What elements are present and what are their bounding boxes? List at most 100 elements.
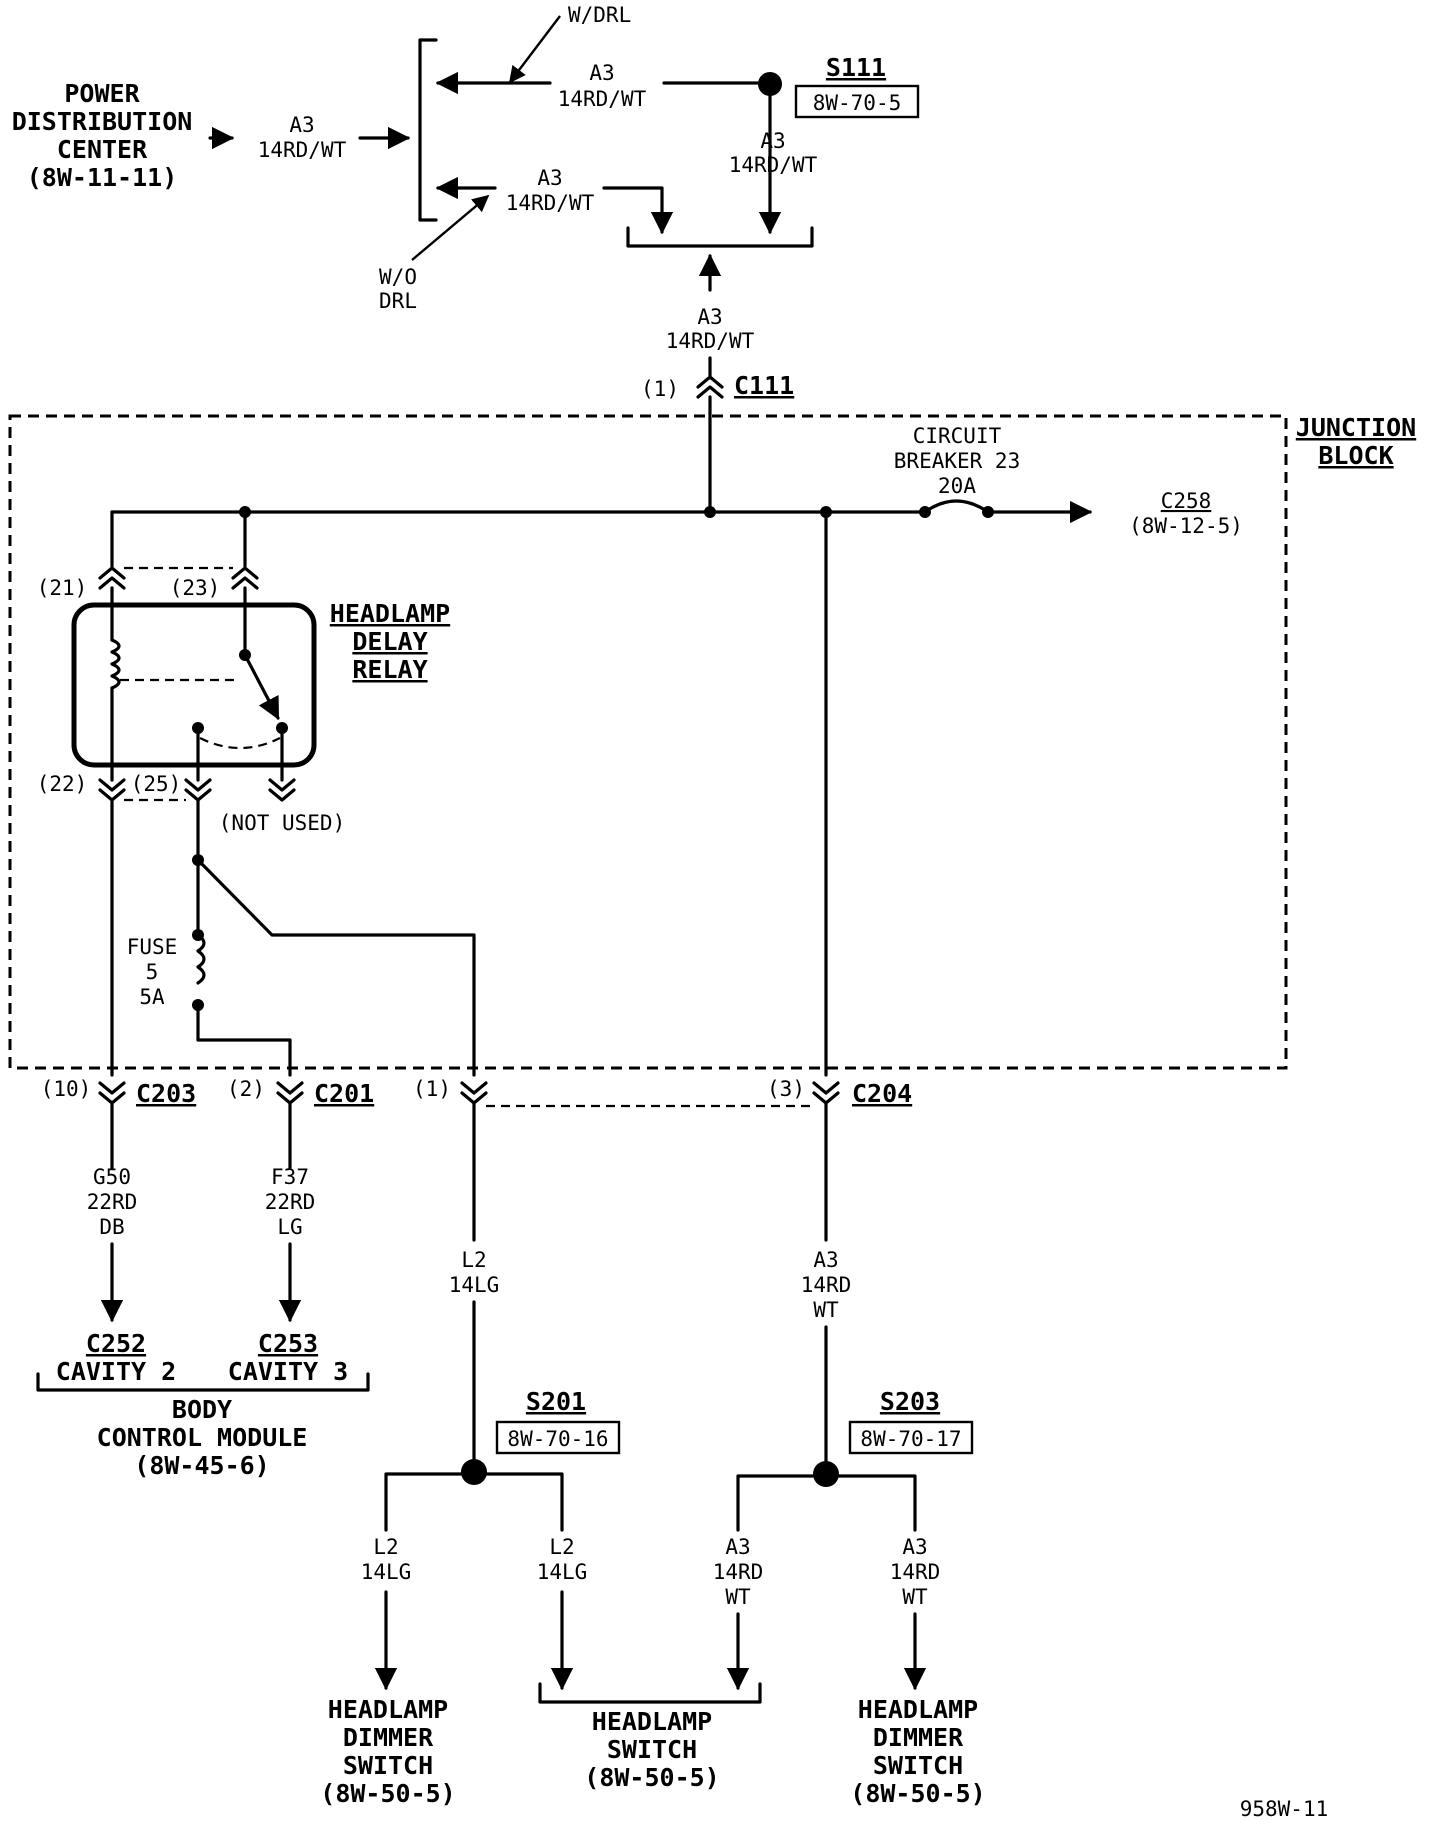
svg-text:A3: A3 — [537, 166, 562, 190]
svg-text:14RD/WT: 14RD/WT — [666, 329, 755, 353]
option-bracket — [418, 38, 438, 222]
svg-text:LG: LG — [277, 1215, 302, 1239]
svg-text:SWITCH: SWITCH — [607, 1735, 697, 1764]
wo-drl-branch: W/O DRL A3 14RD/WT — [379, 166, 674, 313]
svg-text:DB: DB — [99, 1215, 124, 1239]
svg-text:14LG: 14LG — [537, 1560, 588, 1584]
svg-text:W/DRL: W/DRL — [568, 3, 631, 27]
svg-text:L2: L2 — [549, 1535, 574, 1559]
svg-text:F37: F37 — [271, 1165, 309, 1189]
w-drl-branch: W/DRL A3 14RD/WT — [435, 3, 766, 111]
connector-c258: C258 (8W-12-5) — [1129, 489, 1243, 538]
svg-text:A3: A3 — [589, 61, 614, 85]
svg-text:BLOCK: BLOCK — [1318, 441, 1393, 470]
svg-text:8W-70-17: 8W-70-17 — [860, 1427, 961, 1451]
wire-s201-left: L2 14LG — [361, 1535, 412, 1691]
wire-a3: A3 14RD WT — [801, 1101, 852, 1472]
l2-feed-wire — [196, 858, 476, 1077]
svg-text:G50: G50 — [93, 1165, 131, 1189]
svg-text:14RD: 14RD — [713, 1560, 764, 1584]
svg-text:DRL: DRL — [379, 289, 417, 313]
circuit-breaker-23: CIRCUIT BREAKER 23 20A — [894, 424, 1020, 518]
svg-text:WT: WT — [725, 1585, 751, 1609]
svg-text:(25): (25) — [131, 772, 182, 796]
svg-text:14RD/WT: 14RD/WT — [258, 138, 347, 162]
svg-text:20A: 20A — [938, 474, 976, 498]
svg-text:14LG: 14LG — [361, 1560, 412, 1584]
svg-text:A3: A3 — [760, 129, 785, 153]
svg-text:A3: A3 — [813, 1248, 838, 1272]
splice-s111: S111 8W-70-5 A3 14RD/WT — [729, 53, 920, 235]
svg-text:(21): (21) — [37, 576, 88, 600]
svg-text:CAVITY 3: CAVITY 3 — [228, 1357, 348, 1386]
splice-s203: S203 8W-70-17 — [736, 1387, 974, 1532]
svg-text:14RD/WT: 14RD/WT — [729, 153, 818, 177]
svg-text:(8W-50-5): (8W-50-5) — [320, 1779, 455, 1808]
svg-text:DISTRIBUTION: DISTRIBUTION — [12, 107, 193, 136]
svg-text:W/O: W/O — [379, 265, 417, 289]
svg-text:C204: C204 — [852, 1079, 912, 1108]
fuse-5: FUSE 5 5A — [127, 798, 292, 1077]
svg-text:DIMMER: DIMMER — [343, 1723, 434, 1752]
svg-text:(23): (23) — [170, 576, 221, 600]
junction-block-label: JUNCTION BLOCK — [1296, 413, 1416, 470]
svg-text:DIMMER: DIMMER — [873, 1723, 964, 1752]
svg-text:14RD: 14RD — [801, 1273, 852, 1297]
svg-text:(8W-50-5): (8W-50-5) — [584, 1763, 719, 1792]
svg-text:A3: A3 — [725, 1535, 750, 1559]
wire-s201-right: L2 14LG — [537, 1535, 588, 1691]
svg-text:C203: C203 — [136, 1079, 196, 1108]
svg-text:(10): (10) — [41, 1077, 92, 1101]
svg-text:C201: C201 — [314, 1079, 374, 1108]
svg-text:A3: A3 — [697, 305, 722, 329]
svg-text:SWITCH: SWITCH — [343, 1751, 433, 1780]
merge-bracket: A3 14RD/WT — [626, 226, 814, 353]
headlamp-switch: HEADLAMP SWITCH (8W-50-5) — [538, 1682, 762, 1792]
svg-text:CONTROL MODULE: CONTROL MODULE — [97, 1423, 308, 1452]
connector-c204: (1) (3) C204 — [413, 1077, 912, 1108]
svg-text:(2): (2) — [227, 1077, 265, 1101]
svg-text:L2: L2 — [461, 1248, 486, 1272]
svg-text:HEADLAMP: HEADLAMP — [592, 1707, 712, 1736]
svg-text:WT: WT — [813, 1298, 839, 1322]
headlamp-delay-relay: (21) (23) (22) (25) (NOT USED) HEADLAMP … — [37, 510, 450, 835]
connector-c201: (2) C201 — [227, 1077, 374, 1108]
headlamp-dimmer-switch-right: HEADLAMP DIMMER SWITCH (8W-50-5) — [850, 1695, 985, 1808]
svg-text:5A: 5A — [139, 985, 165, 1009]
svg-text:HEADLAMP: HEADLAMP — [330, 599, 450, 628]
svg-text:22RD: 22RD — [265, 1190, 316, 1214]
svg-text:22RD: 22RD — [87, 1190, 138, 1214]
svg-text:FUSE: FUSE — [127, 935, 178, 959]
svg-text:A3: A3 — [289, 113, 314, 137]
svg-text:HEADLAMP: HEADLAMP — [328, 1695, 448, 1724]
svg-text:DELAY: DELAY — [352, 627, 427, 656]
connector-c203: (10) C203 — [41, 1077, 197, 1108]
pdc-feed-wire: A3 14RD/WT — [208, 113, 411, 162]
svg-text:C252: C252 — [86, 1329, 146, 1358]
svg-text:A3: A3 — [902, 1535, 927, 1559]
svg-text:(3): (3) — [767, 1077, 805, 1101]
svg-text:POWER: POWER — [64, 79, 140, 108]
svg-text:14RD/WT: 14RD/WT — [558, 87, 647, 111]
svg-text:8W-70-16: 8W-70-16 — [507, 1427, 608, 1451]
wire-s203-right: A3 14RD WT — [890, 1535, 940, 1691]
wire-f37: F37 22RD LG — [265, 1101, 316, 1323]
svg-text:SWITCH: SWITCH — [873, 1751, 963, 1780]
svg-text:S201: S201 — [526, 1387, 586, 1416]
svg-text:BODY: BODY — [172, 1395, 232, 1424]
svg-text:C111: C111 — [734, 371, 794, 400]
svg-text:(NOT USED): (NOT USED) — [219, 811, 345, 835]
wire-g50: G50 22RD DB — [87, 1101, 138, 1323]
power-distribution-center-label: POWER DISTRIBUTION CENTER (8W-11-11) — [12, 79, 193, 192]
svg-text:RELAY: RELAY — [352, 655, 427, 684]
svg-text:(8W-12-5): (8W-12-5) — [1129, 514, 1243, 538]
svg-text:CAVITY 2: CAVITY 2 — [56, 1357, 176, 1386]
svg-text:(22): (22) — [37, 772, 88, 796]
splice-s201: S201 8W-70-16 — [384, 1387, 621, 1532]
svg-text:14RD/WT: 14RD/WT — [506, 191, 595, 215]
figure-id: 958W-11 — [1240, 1797, 1329, 1821]
headlamp-dimmer-switch-left: HEADLAMP DIMMER SWITCH (8W-50-5) — [320, 1695, 455, 1808]
svg-text:8W-70-5: 8W-70-5 — [813, 91, 902, 115]
svg-text:S111: S111 — [826, 53, 886, 82]
